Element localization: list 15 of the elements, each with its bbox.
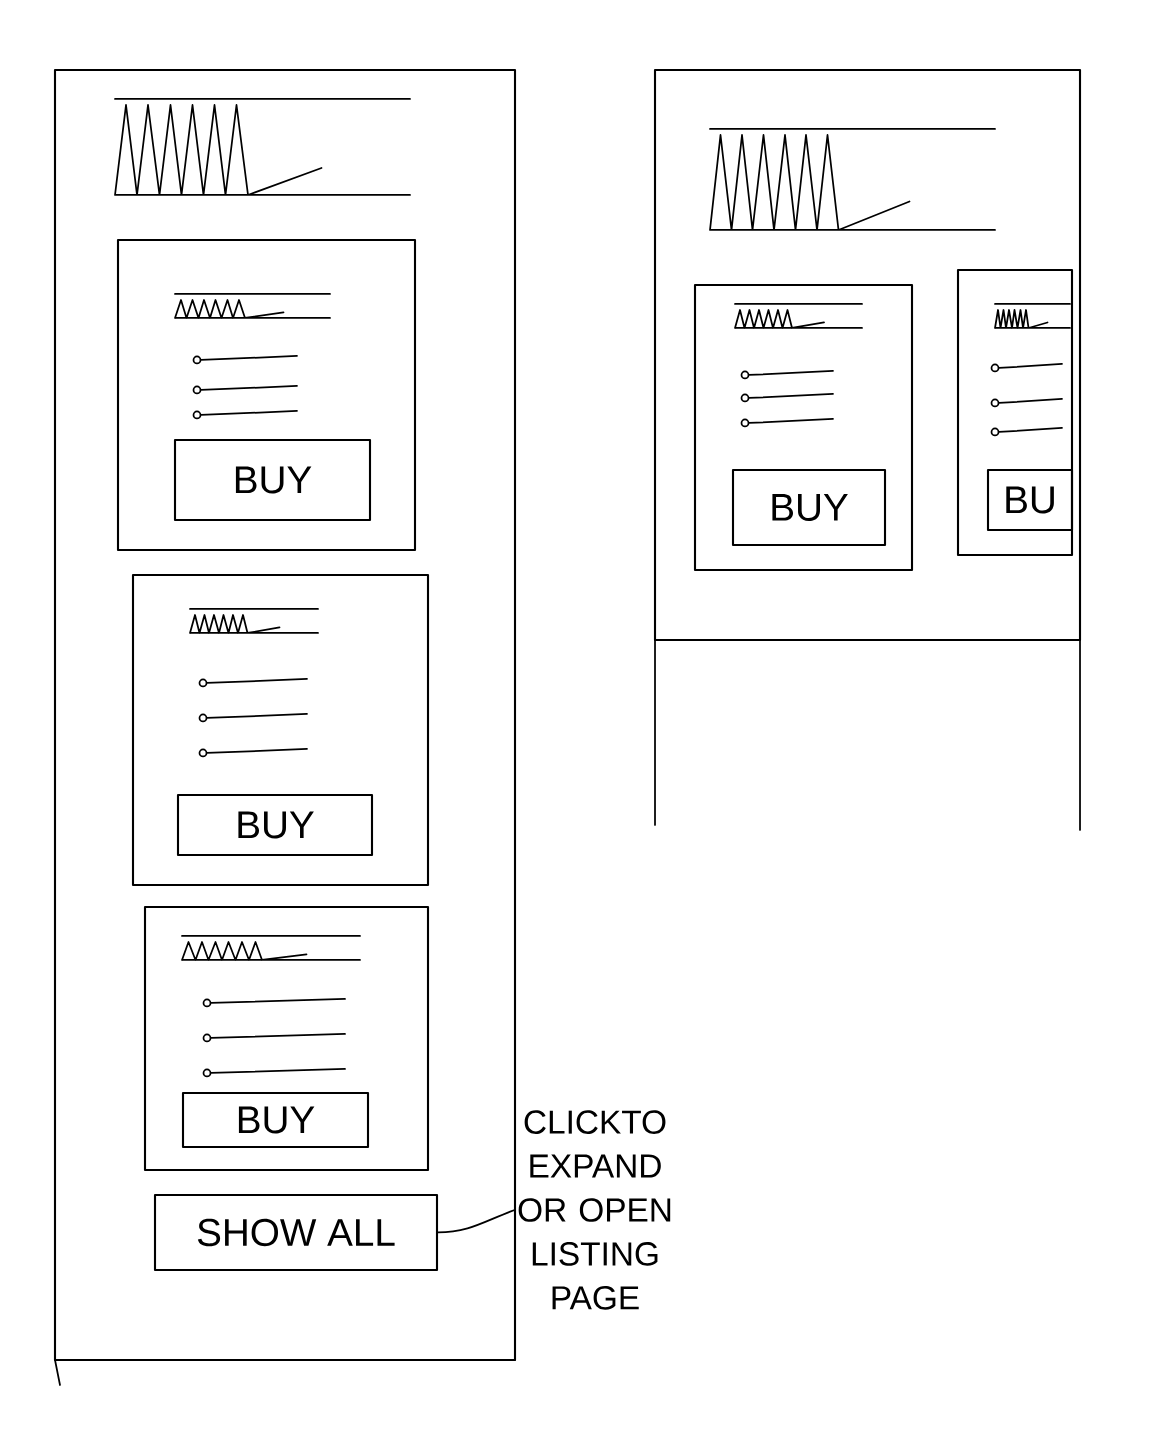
buy-button: BUY [176,793,374,857]
phone-screen-frame [53,68,517,1362]
product-card [956,268,1074,557]
annotation-text: CLICKTO EXPAND OR OPEN LISTING PAGE [518,1110,671,1310]
buy-button: BU [986,468,1074,532]
buy-button: BUY [173,438,372,522]
product-card [131,573,430,887]
phone-screen-frame [653,68,1082,642]
product-card [143,905,430,1172]
buy-button: BUY [731,468,887,547]
leader-line [437,1209,516,1234]
buy-button: BUY [181,1091,370,1149]
product-card [116,238,417,552]
show-all-button: SHOW ALL [153,1193,439,1272]
product-card [693,283,914,572]
